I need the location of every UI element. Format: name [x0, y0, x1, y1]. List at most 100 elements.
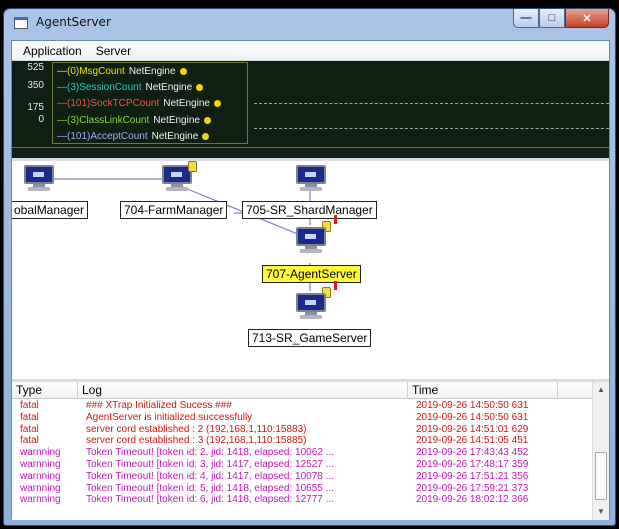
legend-engine-label: NetEngine [128, 65, 176, 77]
log-message-cell: Token Timeout! [token id: 6, jid: 1418, … [86, 494, 334, 506]
legend-engine-label: NetEngine [145, 82, 193, 94]
server-node-label[interactable]: 704-FarmManager [120, 201, 228, 219]
y-tick: 0 [38, 114, 44, 125]
app-window-icon [14, 17, 28, 29]
log-time-cell: 2019-09-26 14:50:50 631 [416, 411, 529, 423]
server-monitor-icon [296, 227, 326, 253]
log-message-cell: Token Timeout! [token id: 4, jid: 1417, … [86, 470, 334, 482]
minimize-button[interactable]: — [513, 9, 539, 28]
server-node-label-selected[interactable]: 707-AgentServer [262, 265, 361, 283]
legend-engine-label: NetEngine [153, 114, 200, 126]
log-row[interactable]: warnning Token Timeout! [token id: 3, jid… [12, 459, 594, 471]
log-table-header: Type Log Time [12, 382, 594, 399]
graph-series-line [254, 128, 609, 129]
menu-application[interactable]: Application [23, 43, 82, 58]
maximize-button[interactable]: □ [539, 9, 565, 28]
minimize-icon: — [520, 12, 532, 24]
column-header-time[interactable]: Time [408, 382, 558, 399]
server-node-label[interactable]: 713-SR_GameServer [248, 329, 372, 347]
legend-series-label: —(101)AcceptCount [57, 131, 148, 143]
graph-y-axis: 525 350 175 0 [12, 61, 46, 158]
scroll-down-icon[interactable]: ▼ [597, 507, 605, 516]
log-message-cell: Token Timeout! [token id: 2, jid: 1418, … [86, 447, 334, 459]
app-window: AgentServer — □ ✕ Application Server 525… [3, 8, 616, 526]
graph-series-line [254, 103, 609, 104]
maximize-icon: □ [548, 12, 556, 24]
legend-engine-label: NetEngine [163, 98, 210, 110]
horizontal-splitter[interactable] [12, 158, 609, 161]
legend-series-label: —(0)MsgCount [57, 65, 125, 77]
legend-series-label: —(101)SockTCPCount [57, 98, 160, 110]
legend-dot-icon [196, 84, 204, 92]
server-monitor-icon [296, 165, 326, 191]
column-header-extra[interactable] [558, 382, 594, 399]
log-type-cell: fatal [20, 411, 39, 423]
close-icon: ✕ [582, 12, 592, 25]
log-type-cell: warnning [20, 470, 61, 482]
log-message-cell: server cord established : 3 (192,168,1,1… [86, 435, 307, 447]
log-type-cell: warnning [20, 458, 61, 470]
window-title: AgentServer [36, 15, 111, 29]
log-time-cell: 2019-09-26 17:43:43 452 [416, 447, 529, 459]
log-message-cell: server cord established : 2 (192,168,1,1… [86, 423, 307, 435]
log-type-cell: warnning [20, 482, 61, 494]
log-time-cell: 2019-09-26 14:51:01 629 [416, 423, 529, 435]
column-header-type[interactable]: Type [12, 382, 78, 399]
caption-buttons: — □ ✕ [513, 9, 609, 29]
y-tick: 525 [27, 62, 44, 73]
legend-dot-icon [203, 116, 211, 124]
connector-plug-icon [322, 221, 331, 232]
log-row[interactable]: warnning Token Timeout! [token id: 4, jid… [12, 471, 594, 483]
legend-series-label: —(3)ClassLinkCount [57, 114, 150, 126]
log-message-cell: Token Timeout! [token id: 3, jid: 1417, … [86, 458, 334, 470]
log-time-cell: 2019-09-26 17:59:21 373 [416, 482, 529, 494]
log-row[interactable]: fatal server cord established : 2 (192,16… [12, 424, 594, 436]
server-monitor-icon [296, 293, 326, 319]
legend-dot-icon [213, 100, 221, 108]
log-row[interactable]: warnning Token Timeout! [token id: 5, jid… [12, 483, 594, 495]
server-node-label[interactable]: 705-SR_ShardManager [242, 201, 377, 219]
log-table-body: fatal ### XTrap Initialized Sucess ### 201… [12, 400, 594, 506]
log-row[interactable]: fatal ### XTrap Initialized Sucess ### 201… [12, 400, 594, 412]
close-button[interactable]: ✕ [565, 9, 609, 28]
column-header-log[interactable]: Log [78, 382, 408, 399]
server-topology-view: obalManager 704-FarmManager 705-SR_Shard… [12, 161, 609, 377]
log-type-cell: warnning [20, 494, 61, 506]
log-type-cell: fatal [20, 400, 39, 411]
server-monitor-icon [162, 165, 192, 191]
log-time-cell: 2019-09-26 18:02:12 366 [416, 494, 529, 506]
log-type-cell: warnning [20, 447, 61, 459]
scroll-up-icon[interactable]: ▲ [597, 385, 605, 394]
server-node-label[interactable]: obalManager [12, 201, 89, 219]
title-bar[interactable]: AgentServer — □ ✕ [4, 9, 615, 41]
scroll-thumb[interactable] [595, 452, 607, 500]
menu-server[interactable]: Server [95, 43, 132, 58]
log-type-cell: fatal [20, 423, 39, 435]
legend-dot-icon [202, 133, 210, 141]
log-message-cell: ### XTrap Initialized Sucess ### [86, 400, 232, 411]
horizontal-splitter[interactable] [12, 379, 609, 382]
client-area: Application Server 525 350 175 0 —(0)Msg… [11, 40, 610, 520]
log-row[interactable]: warnning Token Timeout! [token id: 2, jid… [12, 447, 594, 459]
alert-icon [334, 281, 337, 290]
connector-plug-icon [188, 161, 197, 172]
legend-dot-icon [179, 67, 187, 75]
log-row[interactable]: warnning Token Timeout! [token id: 6, jid… [12, 494, 594, 506]
log-scrollbar[interactable]: ▲ ▼ [592, 382, 609, 520]
log-time-cell: 2019-09-26 14:51:05 451 [416, 435, 529, 447]
y-tick: 350 [27, 80, 44, 91]
y-tick: 175 [27, 102, 44, 113]
alert-icon [334, 215, 337, 224]
log-message-cell: Token Timeout! [token id: 5, jid: 1418, … [86, 482, 334, 494]
log-time-cell: 2019-09-26 14:50:50 631 [416, 400, 529, 411]
log-panel: Type Log Time fatal ### XTrap Initialized… [12, 382, 609, 520]
